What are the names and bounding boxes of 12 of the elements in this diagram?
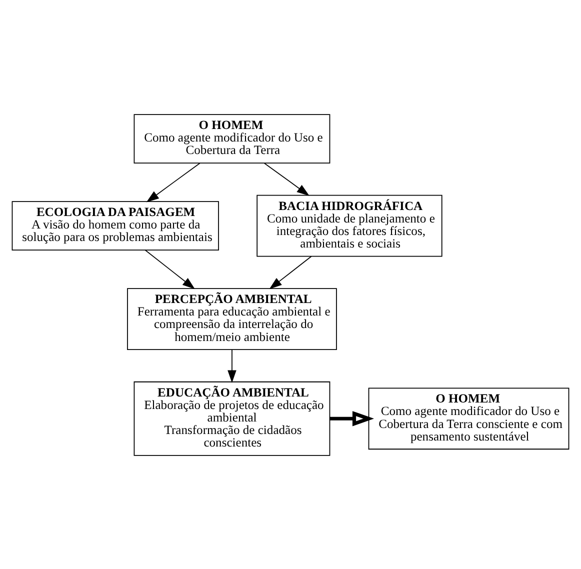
node-box: BACIA HIDROGRÁFICA Como unidade de planejamento e integração dos fatores físicos, ambientais e sociais: [256, 194, 442, 256]
node-box: O HOMEM Como agente modificador do Uso e Cobertura da Terra consciente e com pensamento sustentável: [368, 387, 570, 450]
node-box: O HOMEM Como agente modificador do Uso e Cobertura da Terra: [134, 114, 330, 163]
arrow: [144, 249, 195, 289]
node-box: PERCEPÇÃO AMBIENTAL Ferramenta para educação ambiental e compreensão da interrelação do homem/meio ambiente: [127, 288, 337, 350]
arrow: [264, 162, 310, 196]
arrow: [269, 255, 312, 289]
node-box: EDUCAÇÃO AMBIENTAL Elaboração de projetos de educação ambiental Transformação de cidadãos conscientes: [134, 380, 330, 456]
arrow: [330, 410, 374, 426]
node-box: ECOLOGIA DA PAISAGEM A visão do homem como parte da solução para os problemas ambientais: [12, 200, 219, 250]
arrow: [228, 348, 236, 382]
arrow: [146, 162, 200, 202]
